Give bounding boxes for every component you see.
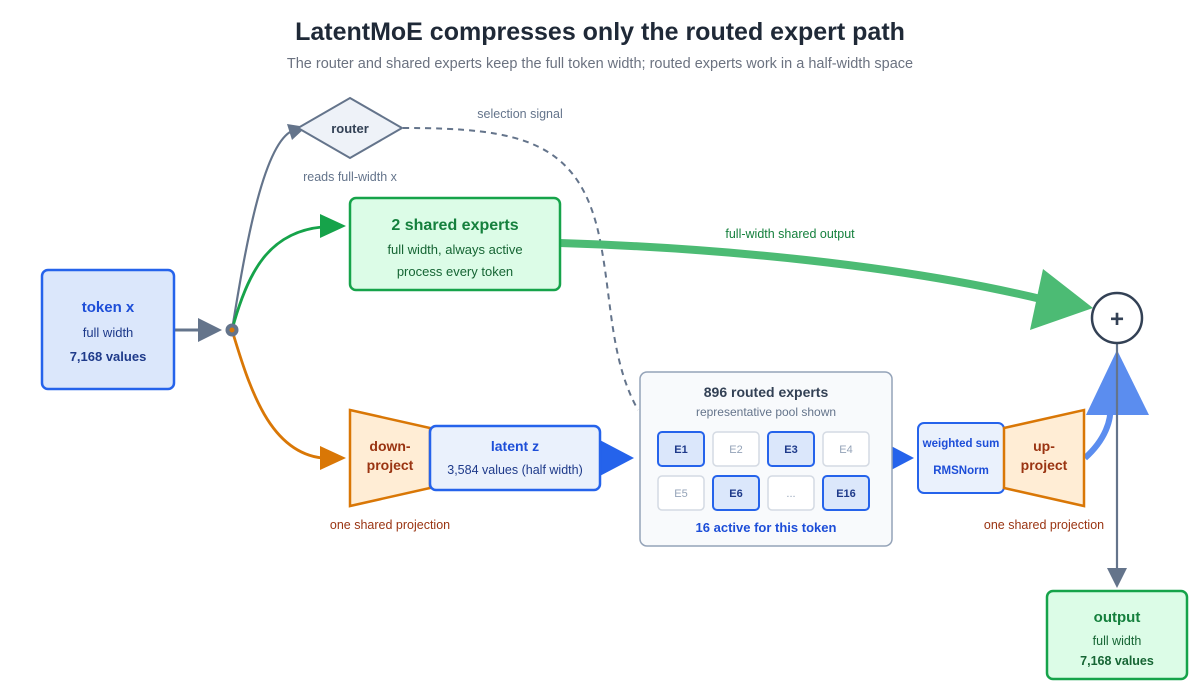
combine-line2: RMSNorm [933, 465, 989, 477]
expert-cell-active: E16 [822, 475, 870, 511]
selection-signal-line [402, 127, 639, 411]
expert-cell-label: E3 [784, 444, 797, 456]
page-subtitle: The router and shared experts keep the f… [287, 56, 913, 72]
expert-cell-label: E4 [839, 444, 852, 456]
up-project-line2: project [1021, 457, 1068, 473]
expert-cell-label: E6 [729, 488, 742, 500]
token-values-label: 7,168 values [70, 349, 147, 364]
latent-to-experts-arrow [596, 438, 634, 478]
down-project-line1: down- [369, 438, 411, 454]
shared-experts-line2: process every token [397, 264, 513, 279]
routed-experts-subtitle: representative pool shown [696, 405, 836, 419]
routed-experts-panel: 896 routed experts representative pool s… [639, 371, 893, 547]
latent-title: latent z [491, 438, 539, 454]
expert-cell-active: E1 [657, 431, 705, 467]
expert-cell-label: ... [786, 488, 795, 500]
page-title: LatentMoE compresses only the routed exp… [295, 18, 905, 46]
plus-icon: + [1110, 306, 1124, 333]
shared-output-label: full-width shared output [725, 227, 855, 241]
selection-signal-label: selection signal [477, 107, 562, 121]
expert-cell-inactive: E2 [712, 431, 760, 467]
sum-node: + [1090, 291, 1144, 345]
output-width-label: full width [1093, 634, 1142, 648]
expert-cell-active: E3 [767, 431, 815, 467]
token-to-branch-arrow [175, 318, 222, 342]
expert-cell-inactive: ... [767, 475, 815, 511]
latent-node: latent z 3,584 values (half width) [428, 424, 602, 492]
expert-cell-label: E2 [729, 444, 742, 456]
output-node: output full width 7,168 values [1045, 589, 1189, 681]
up-project-note: one shared projection [984, 518, 1104, 532]
router-label: router [331, 121, 369, 136]
routed-experts-title: 896 routed experts [704, 384, 829, 400]
latent-values-label: 3,584 values (half width) [447, 463, 583, 477]
routed-experts-footer: 16 active for this token [696, 520, 837, 535]
down-project-line2: project [367, 457, 414, 473]
output-values-label: 7,168 values [1080, 654, 1154, 668]
token-title: token x [82, 299, 135, 316]
shared-experts-title: 2 shared experts [391, 217, 518, 234]
router-node: router [295, 96, 405, 160]
output-title: output [1094, 609, 1141, 626]
expert-cell-label: E5 [674, 488, 687, 500]
router-note: reads full-width x [303, 170, 398, 184]
expert-cell-active: E6 [712, 475, 760, 511]
expert-cell-inactive: E5 [657, 475, 705, 511]
up-project-node: up- project [1002, 408, 1086, 508]
branch-point-core [229, 327, 235, 333]
combine-line1: weighted sum [922, 438, 1000, 450]
combine-node: weighted sum RMSNorm [917, 422, 1005, 494]
plus-to-output-arrow [1107, 344, 1127, 588]
branch-to-shared-arrow [230, 214, 346, 331]
branch-to-down-project-arrow [230, 329, 346, 470]
token-width-label: full width [83, 325, 134, 340]
shared-output-arrow [559, 239, 1093, 330]
expert-cell-label: E1 [674, 444, 687, 456]
up-project-line1: up- [1033, 438, 1055, 454]
shared-experts-node: 2 shared experts full width, always acti… [348, 196, 562, 292]
expert-cell-inactive: E4 [822, 431, 870, 467]
token-node: token x full width 7,168 values [40, 268, 176, 391]
expert-cell-label: E16 [836, 488, 856, 500]
shared-experts-line1: full width, always active [387, 242, 522, 257]
down-project-note: one shared projection [330, 518, 450, 532]
down-project-node: down- project [348, 408, 432, 508]
